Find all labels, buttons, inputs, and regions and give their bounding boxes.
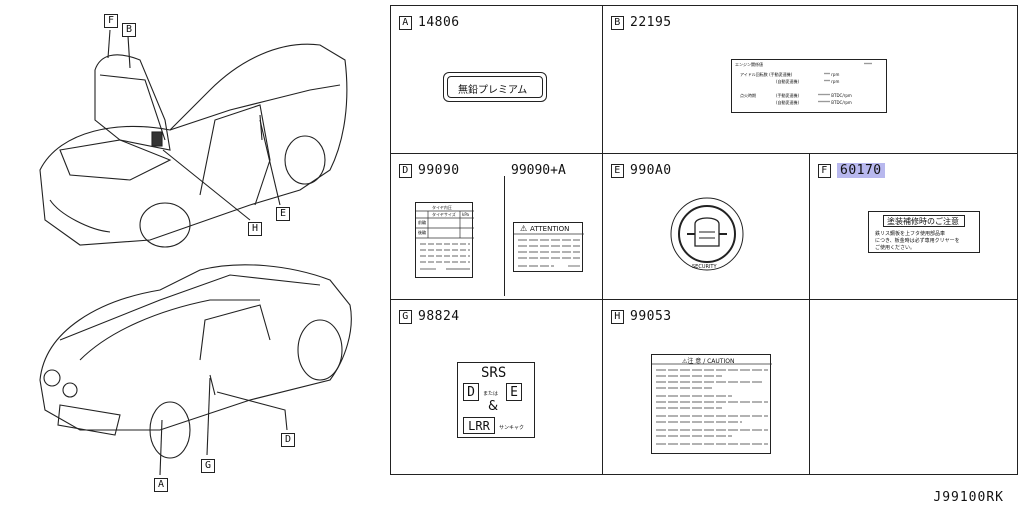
- spec-line: アイドル回転数 (手動変速機): [740, 72, 793, 77]
- paint-caution-title: 塗装補修時のご注意: [887, 217, 959, 226]
- tire-rear-label: 後輪: [418, 230, 426, 235]
- spec-line: (自動変速機): [776, 100, 800, 105]
- callout-h: H: [248, 222, 262, 236]
- letter-g: G: [399, 309, 412, 324]
- tire-kpa-label: kPa: [462, 212, 469, 217]
- spec-line: ****** BTDC/rpm: [818, 100, 852, 105]
- spec-line: ****: [864, 62, 872, 67]
- callout-d: D: [281, 433, 295, 447]
- callout-a: A: [154, 478, 168, 492]
- paint-caution-line: につき、板金時は必ず専用クリヤーを: [875, 238, 960, 244]
- attention-triangle-icon: ⚠: [520, 224, 528, 233]
- label-unleaded-text: 無鉛プレミアム: [458, 85, 528, 96]
- part-number-d: 99090: [418, 163, 460, 178]
- srs-amp: &: [488, 399, 499, 414]
- srs-text: SRS: [481, 365, 507, 381]
- letter-e: E: [611, 163, 624, 178]
- label-srs: SRS D または E & LRR サンキャク: [457, 362, 535, 438]
- srs-e-box: E: [506, 383, 522, 401]
- cell-empty: [810, 300, 1017, 474]
- label-attention: ⚠ ATTENTION: [513, 222, 584, 272]
- vehicle-illustrations: F B H E D G A: [0, 0, 390, 510]
- spec-line: *** rpm: [824, 72, 840, 77]
- spec-line: (自動変速機): [776, 79, 800, 84]
- cell-b: B 22195 エンジン関係値 **** アイドル回転数 (手動変速機) ***…: [603, 6, 1017, 154]
- label-engine-spec: エンジン関係値 **** アイドル回転数 (手動変速機) *** rpm (自動…: [731, 59, 887, 113]
- callout-f: F: [104, 14, 118, 28]
- caution-title: ⚠注 意 / CAUTION: [682, 358, 735, 365]
- letter-d: D: [399, 163, 412, 178]
- spec-line: *** rpm: [824, 79, 840, 84]
- cell-a: A 14806 無鉛プレミアム: [391, 6, 603, 154]
- letter-f: F: [818, 163, 831, 178]
- cell-d: D 99090 99090+A タイヤ内圧 タイヤサイズ kPa 前輪 後輪: [391, 154, 603, 300]
- cell-f: F 60170 塗装補修時のご注意 鉄リス鋼板を上フタ使用部品車 につき、板金時…: [810, 154, 1017, 300]
- callout-e: E: [276, 207, 290, 221]
- caution-text-lines: [652, 363, 772, 445]
- srs-lrr-box: LRR: [463, 417, 495, 434]
- attention-text: ATTENTION: [530, 225, 570, 233]
- srs-sankyaku-text: サンキャク: [499, 425, 525, 431]
- label-caution: ⚠注 意 / CAUTION: [651, 354, 772, 454]
- spec-line: (手動変速機): [776, 93, 800, 98]
- cell-e: E 990A0 SECURITY: [603, 154, 810, 300]
- label-unleaded-premium: 無鉛プレミアム: [443, 72, 547, 102]
- security-ring-text: SECURITY: [692, 264, 717, 270]
- part-number-e: 990A0: [630, 163, 672, 178]
- srs-d-box: D: [463, 383, 479, 401]
- part-number-h: 99053: [630, 309, 672, 324]
- letter-a: A: [399, 15, 412, 30]
- tire-title: タイヤ内圧: [432, 205, 452, 210]
- cell-g: G 98824 SRS D または E & LRR サンキャク: [391, 300, 603, 474]
- callout-g: G: [201, 459, 215, 473]
- diagram-code: J99100RK: [933, 490, 1004, 505]
- part-number-b: 22195: [630, 15, 672, 30]
- part-number-d-alt: 99090+A: [511, 163, 566, 178]
- spec-line: 点火時期: [740, 93, 756, 98]
- label-paint-caution: 塗装補修時のご注意 鉄リス鋼板を上フタ使用部品車 につき、板金時は必ず専用クリヤ…: [868, 211, 980, 253]
- callout-b: B: [122, 23, 136, 37]
- letter-h: H: [611, 309, 624, 324]
- paint-caution-line: 鉄リス鋼板を上フタ使用部品車: [875, 231, 946, 237]
- spec-line: ****** BTDC/rpm: [818, 93, 852, 98]
- part-number-a: 14806: [418, 15, 460, 30]
- tire-table-lines: [416, 210, 474, 270]
- tire-size-label: タイヤサイズ: [432, 212, 456, 217]
- label-tire-pressure: タイヤ内圧 タイヤサイズ kPa 前輪 後輪: [415, 202, 474, 278]
- cell-d-divider: [504, 176, 505, 296]
- cell-h: H 99053 ⚠注 意 / CAUTION: [603, 300, 810, 474]
- spec-line: エンジン関係値: [735, 62, 763, 67]
- srs-or-text: または: [483, 391, 499, 397]
- label-grid: A 14806 無鉛プレミアム B 22195 エンジン関係値 **** アイド…: [390, 5, 1018, 475]
- security-sticker: [670, 197, 744, 271]
- paint-caution-line: ご使用ください。: [875, 245, 916, 251]
- part-number-f: 60170: [837, 163, 885, 178]
- car-line-drawings: [39, 29, 352, 476]
- tire-front-label: 前輪: [418, 220, 426, 225]
- letter-b: B: [611, 15, 624, 30]
- part-number-g: 98824: [418, 309, 460, 324]
- attention-lines: [514, 233, 584, 267]
